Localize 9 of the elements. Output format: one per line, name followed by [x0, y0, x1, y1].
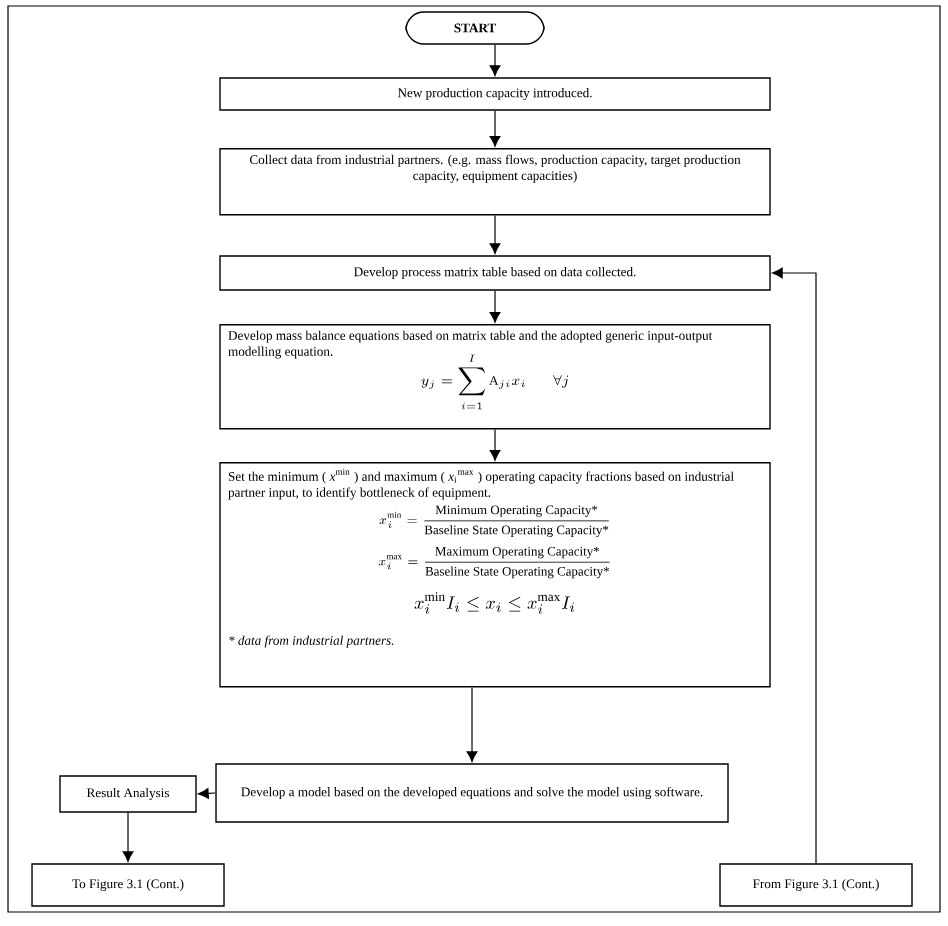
- arrow: [489, 290, 501, 323]
- arrow: [466, 686, 478, 762]
- arrow: [489, 44, 501, 76]
- arrow: [489, 428, 501, 461]
- arrow: [198, 788, 216, 799]
- arrow: [489, 214, 501, 254]
- arrow: [489, 110, 501, 147]
- arrow: [772, 267, 817, 864]
- arrow: [122, 812, 134, 862]
